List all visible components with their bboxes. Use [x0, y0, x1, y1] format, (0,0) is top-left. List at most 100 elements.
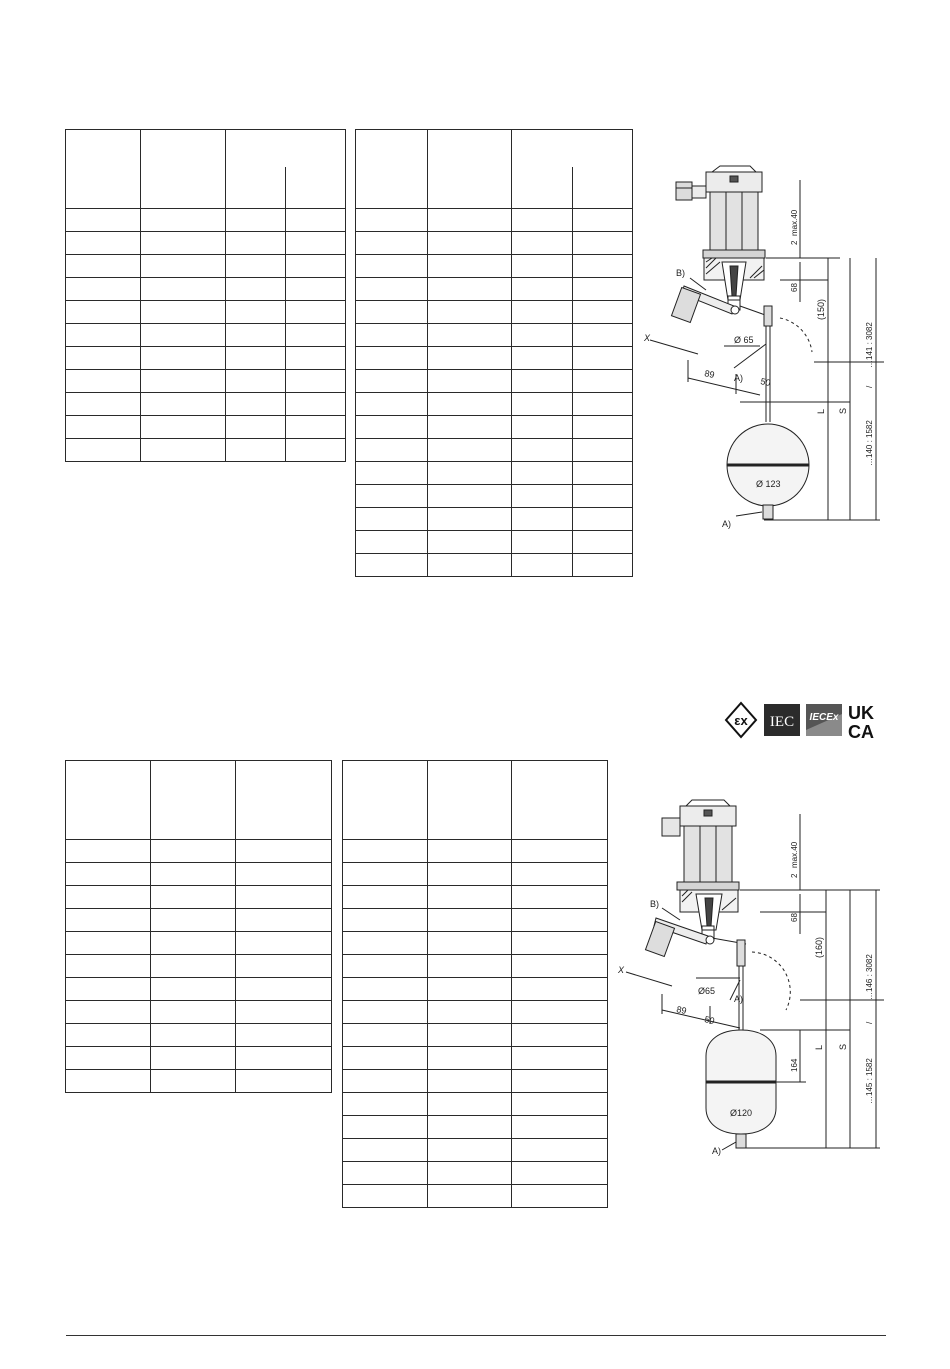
label-160: (160)	[814, 937, 824, 958]
table-header-cell	[65, 129, 141, 209]
table-header-cell	[225, 129, 346, 168]
table-row	[342, 954, 608, 978]
label-b: B)	[676, 268, 685, 278]
table-row	[65, 1000, 332, 1024]
label-l: L	[816, 409, 826, 414]
label-range-lower: …145 : 1582	[865, 1058, 874, 1104]
label-s: S	[838, 1044, 848, 1050]
table-header-subcell	[572, 167, 633, 210]
table-header-cell	[150, 760, 236, 840]
label-2: 2	[790, 240, 799, 245]
label-50: 50	[704, 1014, 716, 1026]
label-range-upper: …141 : 3082	[865, 322, 874, 368]
label-68: 68	[790, 913, 799, 922]
label-slash: /	[865, 1021, 874, 1024]
iec-logo: IEC	[764, 704, 800, 736]
label-max40: max.40	[790, 209, 799, 236]
table-row	[65, 977, 332, 1001]
footer-divider	[66, 1335, 886, 1336]
label-a-upper: A)	[734, 373, 743, 383]
table-header-cell	[427, 760, 512, 840]
table-header-cell	[511, 129, 633, 168]
table-row	[355, 254, 633, 278]
table-row	[342, 862, 608, 886]
table-header-subcell	[225, 167, 286, 210]
table-row	[355, 438, 633, 462]
table-row	[65, 415, 346, 439]
table-header-subcell	[285, 167, 346, 210]
table-row	[355, 277, 633, 301]
label-diameter-120: Ø120	[730, 1108, 752, 1118]
label-slash: /	[865, 385, 874, 388]
table-1b	[355, 129, 633, 577]
table-header-cell	[65, 760, 151, 840]
table-header-cell	[235, 760, 332, 840]
table-row	[355, 553, 633, 577]
table-row	[65, 208, 346, 232]
table-row	[355, 530, 633, 554]
label-a-upper: A)	[734, 994, 743, 1004]
label-range-lower: …140 : 1582	[865, 420, 874, 466]
label-max40: max.40	[790, 841, 799, 868]
table-2b	[342, 760, 608, 1208]
svg-text:IECEx: IECEx	[810, 712, 839, 723]
table-row	[342, 1069, 608, 1093]
label-range-upper: …146 : 3082	[865, 954, 874, 1000]
dimension-drawing-cylindrical-float: B) A) A) X Ø65 89 50 Ø120 max.40 2 68 16…	[617, 799, 884, 1156]
label-diameter-65: Ø65	[698, 986, 715, 996]
table-row	[355, 323, 633, 347]
table-row	[342, 908, 608, 932]
label-89: 89	[676, 1004, 688, 1016]
table-row	[355, 369, 633, 393]
label-a-lower: A)	[722, 519, 731, 529]
table-row	[342, 1138, 608, 1162]
label-diameter-123: Ø 123	[756, 479, 781, 489]
table-row	[342, 1184, 608, 1208]
table-row	[65, 300, 346, 324]
table-row	[342, 1046, 608, 1070]
table-row	[355, 392, 633, 416]
table-row	[342, 1023, 608, 1047]
table-row	[65, 862, 332, 886]
label-l: L	[814, 1045, 824, 1050]
table-row	[342, 977, 608, 1001]
table-row	[342, 839, 608, 863]
table-header-cell	[427, 129, 512, 209]
table-header-cell	[342, 760, 428, 840]
label-s: S	[838, 408, 848, 414]
table-row	[355, 208, 633, 232]
svg-text:UK: UK	[848, 703, 874, 723]
table-row	[65, 277, 346, 301]
label-68: 68	[790, 283, 799, 292]
label-diameter-65: Ø 65	[734, 335, 754, 345]
table-row	[65, 254, 346, 278]
table-header-subcell	[511, 167, 573, 210]
table-row	[342, 1161, 608, 1185]
svg-text:IEC: IEC	[770, 714, 794, 730]
label-b: B)	[650, 899, 659, 909]
label-x: X	[643, 333, 651, 343]
table-row	[342, 931, 608, 955]
svg-text:CA: CA	[848, 722, 874, 740]
table-row	[65, 392, 346, 416]
table-row	[342, 1115, 608, 1139]
label-150: (150)	[816, 299, 826, 320]
table-row	[355, 300, 633, 324]
table-row	[65, 931, 332, 955]
label-50: 50	[760, 376, 772, 388]
table-2a	[65, 760, 332, 1093]
table-row	[65, 839, 332, 863]
ukca-logo: UK CA	[848, 703, 874, 742]
table-row	[65, 346, 346, 370]
table-row	[355, 231, 633, 255]
table-row	[65, 323, 346, 347]
certification-logos: εx IEC IECEx UK CA	[724, 700, 886, 742]
table-row	[65, 369, 346, 393]
table-row	[65, 1046, 332, 1070]
label-164: 164	[790, 1058, 799, 1072]
table-row	[65, 885, 332, 909]
label-a-lower: A)	[712, 1146, 721, 1156]
table-row	[355, 484, 633, 508]
table-row	[342, 1092, 608, 1116]
table-row	[65, 908, 332, 932]
